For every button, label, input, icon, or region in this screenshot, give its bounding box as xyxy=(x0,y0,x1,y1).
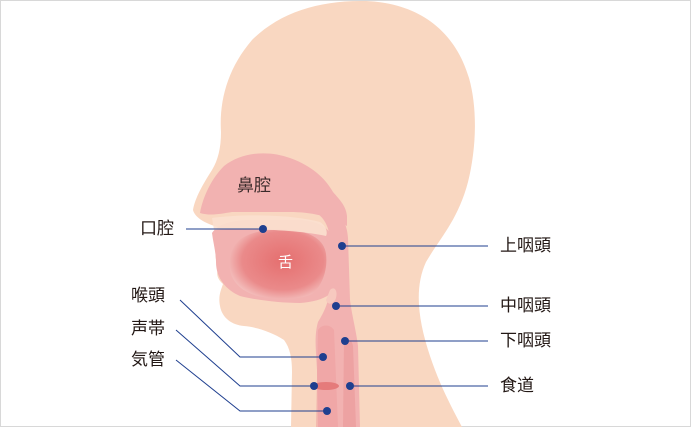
label-epipharynx: 上咽頭 xyxy=(500,236,551,256)
label-oral-cavity: 口腔 xyxy=(140,219,174,239)
label-mesopharynx: 中咽頭 xyxy=(500,296,551,316)
dot-epipharynx xyxy=(338,242,346,250)
leader-dots xyxy=(259,225,354,415)
tongue-shape xyxy=(229,229,327,299)
dot-mesopharynx xyxy=(332,302,340,310)
label-larynx: 喉頭 xyxy=(131,286,165,306)
dot-larynx xyxy=(319,353,327,361)
larynx-tube xyxy=(316,325,338,427)
palate xyxy=(212,215,327,236)
label-nasal-cavity: 鼻腔 xyxy=(237,176,271,196)
label-trachea: 気管 xyxy=(131,350,165,370)
label-hypopharynx: 下咽頭 xyxy=(500,331,551,351)
leader-lines xyxy=(175,228,488,412)
label-tongue: 舌 xyxy=(278,253,294,271)
dot-trachea xyxy=(323,407,331,415)
leader-trachea xyxy=(175,359,327,412)
dot-oral xyxy=(259,225,267,233)
dot-esophagus xyxy=(346,382,354,390)
dot-vocal xyxy=(310,382,318,390)
nasal-cavity-region xyxy=(200,153,347,226)
epiglottis xyxy=(326,288,337,304)
dot-hypopharynx xyxy=(341,337,349,345)
label-vocal-cords: 声帯 xyxy=(131,319,165,339)
vocal-cords-shape xyxy=(313,382,339,390)
label-esophagus: 食道 xyxy=(500,376,534,396)
leader-larynx xyxy=(179,299,323,358)
leader-vocal xyxy=(175,329,314,387)
